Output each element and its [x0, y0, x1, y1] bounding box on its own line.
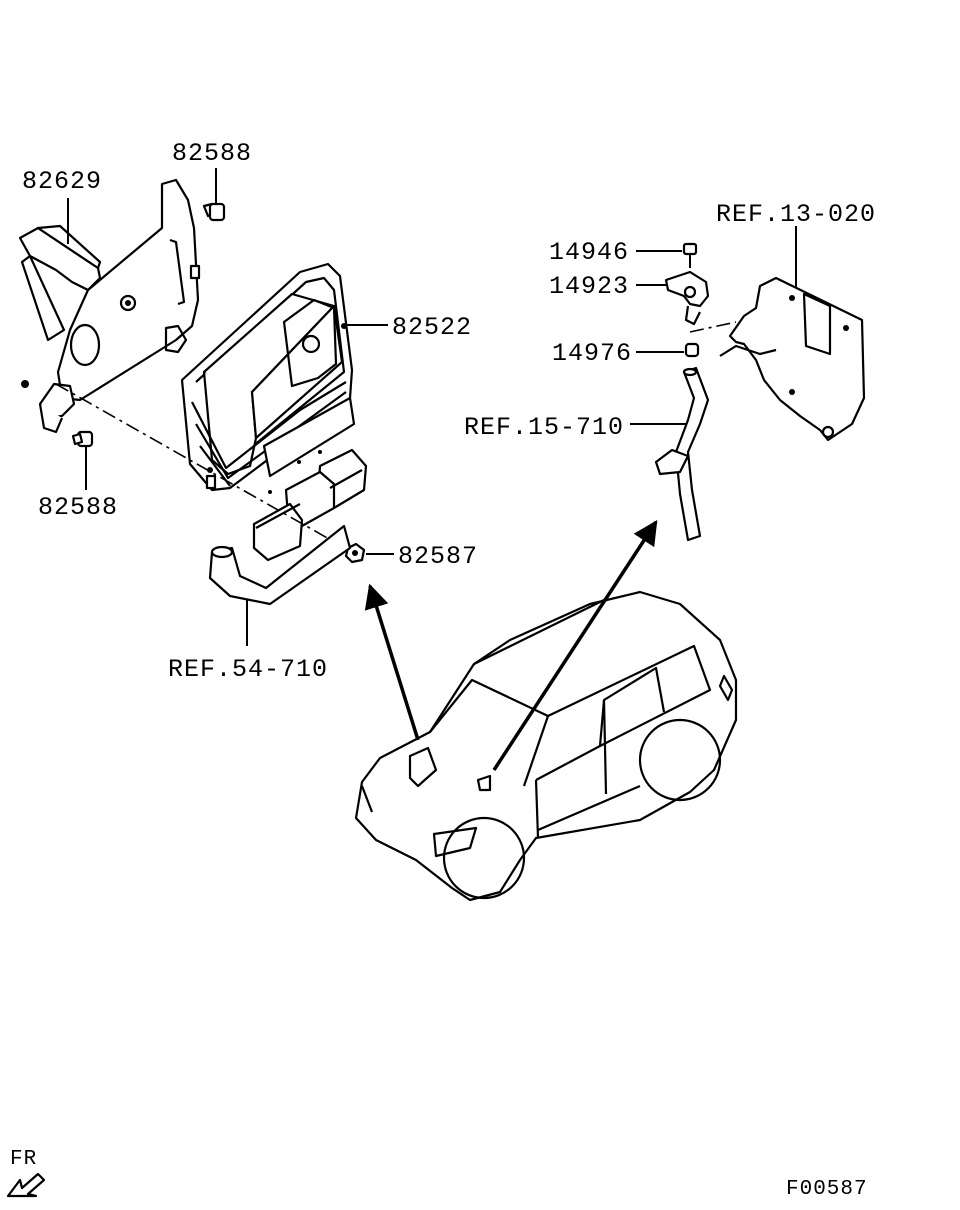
ecu-bracket	[18, 178, 201, 434]
direction-marker: FR	[10, 1148, 37, 1171]
figure-code: F00587	[786, 1178, 868, 1201]
vacuum-hose	[654, 366, 710, 542]
pressure-sensor	[664, 270, 710, 326]
label-ecu: 82522	[392, 313, 472, 342]
alignment-line-ecu	[55, 383, 353, 553]
label-sensor-bolt: 14946	[549, 238, 629, 267]
label-nut: 82587	[398, 542, 478, 571]
intake-manifold	[719, 276, 866, 442]
alignment-line-sensor	[689, 321, 737, 333]
label-bolt-top: 82588	[172, 139, 252, 168]
label-clip: 14976	[552, 339, 632, 368]
vehicle-outline	[354, 590, 738, 902]
label-hose-ref: REF.15-710	[464, 413, 624, 442]
label-harness-ref: REF.54-710	[168, 655, 328, 684]
engine-control-unit	[180, 262, 368, 562]
sensor-bolt	[682, 242, 698, 268]
front-direction-arrow-icon	[6, 1172, 46, 1198]
label-sensor: 14923	[549, 272, 629, 301]
location-arrow-sensor	[492, 519, 658, 771]
bolt-top	[202, 202, 226, 222]
bolt-bottom	[71, 430, 94, 448]
hose-clip	[684, 342, 700, 358]
wiring-harness	[208, 524, 352, 606]
label-manifold-ref: REF.13-020	[716, 200, 876, 229]
location-arrow-ecu	[364, 583, 420, 741]
label-bracket: 82629	[22, 167, 102, 196]
label-bolt-bottom: 82588	[38, 493, 118, 522]
